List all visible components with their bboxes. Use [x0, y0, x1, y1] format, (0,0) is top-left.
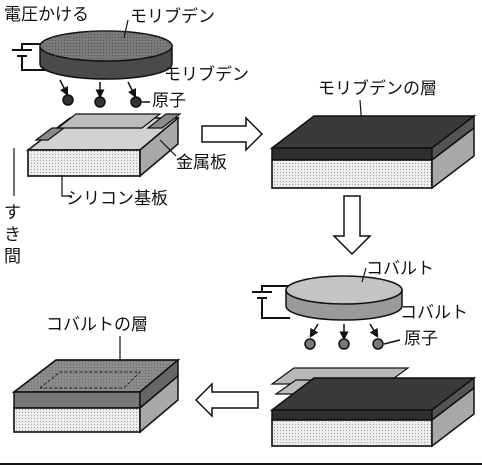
arrow-down-icon — [332, 195, 372, 256]
panel-molybdenum-layer: モリブデンの層 — [269, 78, 477, 190]
cobalt-atoms-label-2: 原子 — [404, 329, 438, 349]
apply-voltage-label: 電圧かける — [4, 5, 89, 25]
gap-label: す — [4, 203, 21, 223]
gap-label-2: き — [4, 225, 21, 245]
cobalt-layer-label: コバルトの層 — [46, 315, 148, 335]
arrow-right-icon — [201, 116, 264, 152]
panel-cobalt-layer: コバルトの層 — [11, 315, 181, 434]
cobalt-atoms — [304, 323, 401, 350]
voltage-source-icon-2 — [252, 285, 292, 319]
cobalt-target-disk — [285, 275, 403, 321]
arrow-left-icon — [194, 382, 259, 418]
panel-molybdenum-sputter: 電圧かける モリブデン モリブデン 原子 金属板 シリコン基 — [4, 5, 249, 267]
silicon-substrate-label: シリコン基板 — [66, 189, 168, 209]
cobalt-target-label: コバルト — [366, 259, 434, 279]
gap-label-3: 間 — [4, 247, 21, 267]
metal-plates — [34, 113, 182, 141]
molybdenum-atoms — [59, 79, 150, 108]
molybdenum-layer-label: モリブデンの層 — [318, 78, 437, 99]
metal-plate-label: 金属板 — [176, 153, 227, 173]
molybdenum-atoms-label-2: 原子 — [152, 91, 186, 111]
molybdenum-target-disk — [39, 30, 173, 80]
panel-cobalt-sputter: コバルト コバルト 原子 — [252, 259, 477, 448]
molybdenum-atoms-label: モリブデン — [164, 64, 249, 85]
molybdenum-target-label: モリブデン — [130, 6, 215, 27]
cobalt-atoms-label: コバルト — [400, 303, 468, 323]
